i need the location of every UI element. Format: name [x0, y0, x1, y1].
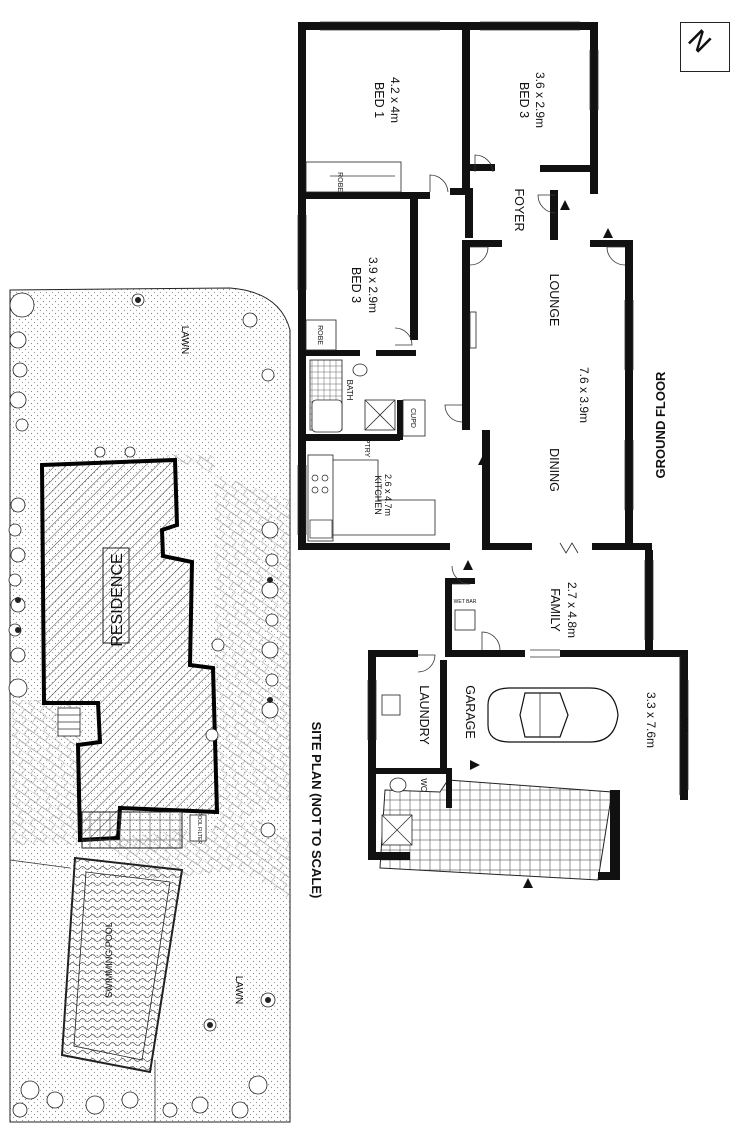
cupd-box — [402, 399, 426, 437]
north-arrow-icon: N — [680, 22, 730, 72]
entry-arrows — [463, 200, 613, 888]
robe-1 — [305, 161, 402, 193]
bed3-mid-dim: 3.9 x 2.9m — [366, 257, 380, 313]
garage-door-label: DOOR — [682, 718, 688, 733]
foyer-label: FOYER — [512, 188, 526, 231]
lounge-dim: 7.6 x 3.9m — [577, 367, 591, 423]
kitchen-dim: 2.6 x 4.7m — [383, 474, 393, 516]
pool-label: SWIMMING POOL — [104, 922, 114, 998]
bifold-door — [559, 542, 579, 554]
toilet — [352, 363, 368, 377]
dining-label: DINING — [547, 448, 561, 492]
car-icon — [487, 687, 619, 743]
bed3-mid-label: BED 3 — [349, 267, 363, 303]
robe2-label: ROBE — [316, 325, 323, 345]
fireplace — [469, 311, 477, 349]
residence-label: RESIDENCE — [109, 553, 126, 646]
north-symbol: N — [681, 24, 717, 60]
paved-driveway — [160, 455, 290, 830]
residence-footprint — [39, 457, 220, 843]
site-plan: RESIDENCE LAWN LAWN SWIMMING POOL POOL F… — [8, 287, 324, 1123]
cooktop — [311, 474, 329, 494]
site-shrubs-dark — [15, 297, 273, 1028]
lawn-top-label: LAWN — [179, 326, 190, 355]
pool-filter-label: POOL FILTER — [196, 812, 202, 844]
garage-apron — [379, 779, 613, 881]
rear-deck — [81, 811, 183, 849]
swimming-pool — [60, 856, 184, 1074]
family-label: FAMILY — [548, 588, 562, 632]
family-dim: 2.7 x 4.8m — [565, 582, 579, 638]
bed3-top-label: BED 3 — [517, 82, 531, 118]
kitchen-sink — [309, 519, 333, 539]
door-swings — [394, 154, 626, 673]
ptry-label: PTRY — [363, 439, 370, 458]
wc-label: WC — [419, 778, 428, 792]
laundry-label: LAUNDRY — [417, 685, 431, 745]
kitchen-island — [333, 459, 436, 536]
site-plan-title: SITE PLAN (NOT TO SCALE) — [309, 722, 324, 899]
walls — [298, 22, 688, 880]
bed3-top-dim: 3.6 x 2.9m — [533, 72, 547, 128]
ground-floor-plan: DOOR BED 1 4.2 x 4m BED 3 3.6 x 2.9m BED… — [297, 21, 689, 888]
bed1-dim: 4.2 x 4m — [388, 77, 402, 123]
bed1-label: BED 1 — [372, 82, 386, 118]
kitchen-label: KITCHEN — [373, 475, 383, 515]
lounge-label: LOUNGE — [547, 274, 561, 327]
robe-2 — [305, 319, 337, 351]
wc-toilet — [389, 777, 407, 793]
laundry-tub — [381, 694, 401, 716]
robe1-label: ROBE — [336, 172, 343, 192]
ground-floor-title: GROUND FLOOR — [653, 371, 668, 478]
garage-label: GARAGE — [463, 685, 477, 739]
bathtub — [311, 399, 343, 433]
bath-label: BATH — [345, 380, 354, 401]
lawn-bottom-label: LAWN — [233, 976, 244, 1005]
wet-bar-label: WET BAR — [454, 599, 477, 605]
wet-bar-sink — [454, 609, 476, 631]
pool-filter-box — [189, 814, 207, 842]
garage-dim: 3.3 x 7.6m — [644, 692, 658, 748]
cupd-label: CUPD — [409, 408, 416, 428]
